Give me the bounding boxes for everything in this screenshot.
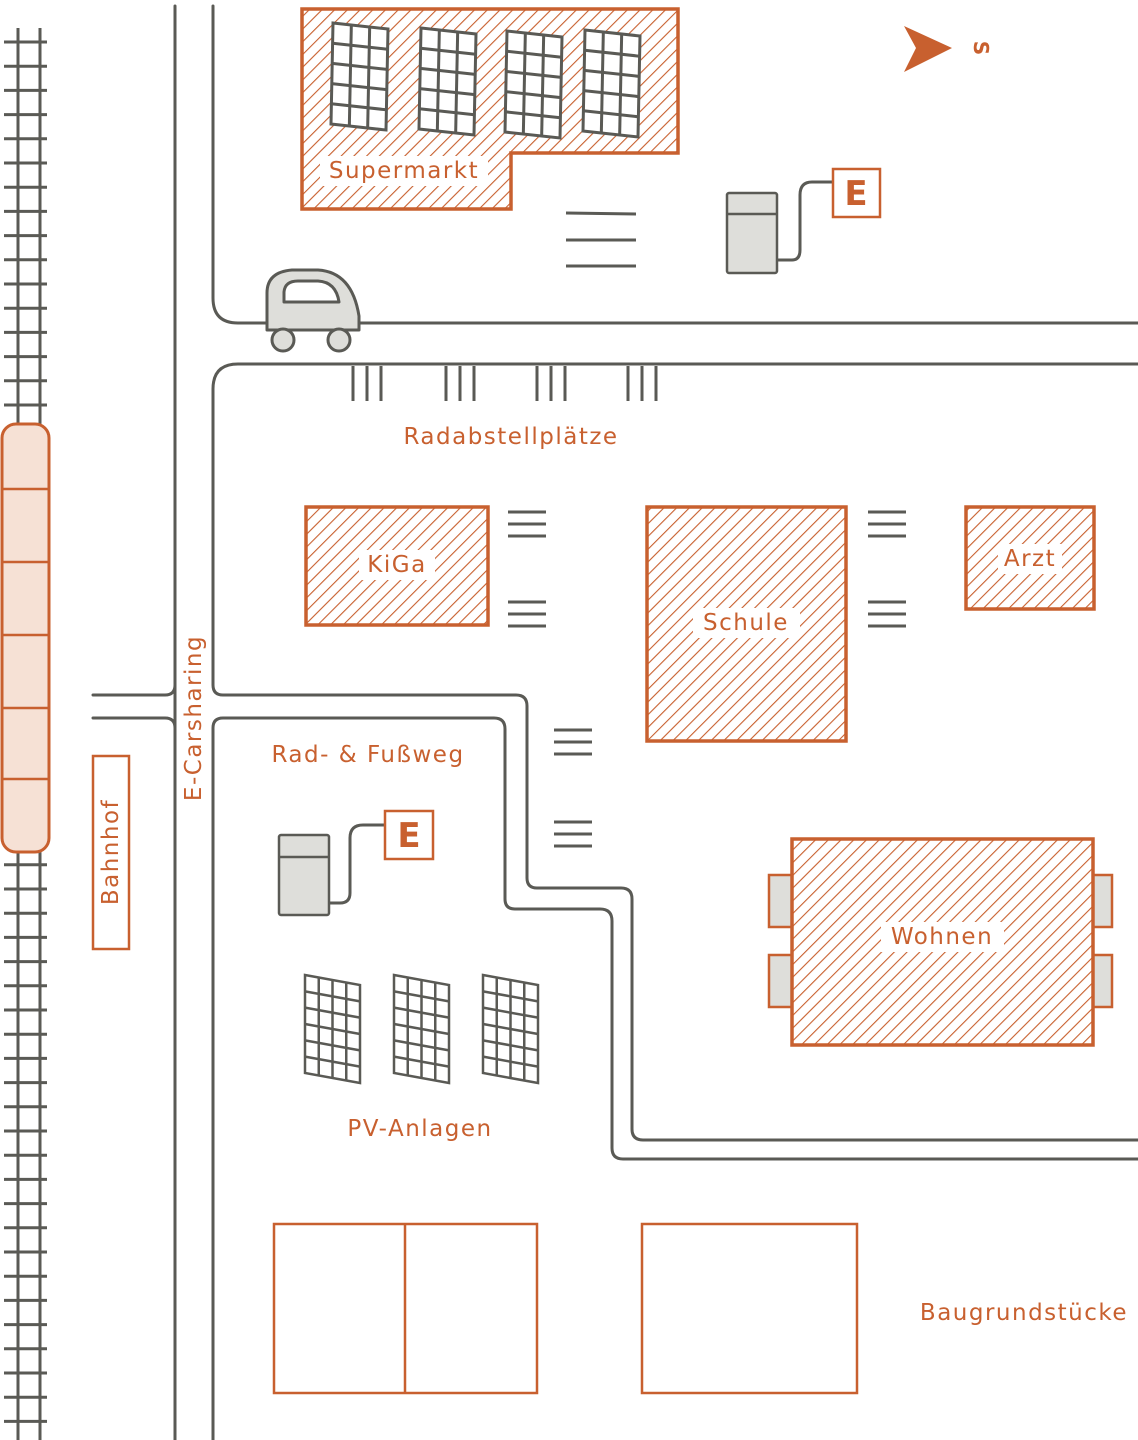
building-plots-label: Baugrundstücke (920, 1300, 1128, 1326)
solar-panel-icon (503, 29, 564, 140)
e-car-icon (265, 268, 361, 353)
solar-panel-icon (392, 973, 451, 1085)
station-road-top (91, 683, 177, 697)
station-sign (91, 754, 131, 951)
supermarket-label: Supermarkt (329, 158, 479, 184)
south-road-edge (211, 362, 1138, 1142)
charging-sign: E (831, 167, 882, 219)
solar-panel-icon (581, 28, 642, 139)
train (0, 422, 51, 854)
doctor-building (964, 505, 1096, 611)
solar-panel-icon (329, 21, 390, 132)
bike-footpath-label: Rad- & Fußweg (271, 742, 464, 768)
supermarket-label-bg (320, 156, 488, 186)
bike-racks (351, 366, 906, 848)
kindergarten-label: KiGa (367, 552, 426, 578)
solar-panel-icon (417, 26, 478, 137)
charging-sign-letter: E (844, 174, 867, 214)
road-network (91, 4, 1138, 1440)
railway-track (4, 28, 47, 1440)
pv-installations-label: PV-Anlagen (347, 1116, 492, 1142)
pv-panels-icon (303, 973, 540, 1085)
charging-sign: E (383, 809, 435, 861)
path-inner-edge (211, 716, 1138, 1440)
e-carsharing-label: E-Carsharing (181, 635, 207, 801)
north-road-edge (211, 4, 1138, 325)
bike-parking-label: Radabstellplätze (403, 424, 618, 450)
doctor-label: Arzt (1004, 546, 1056, 572)
parking-lines (565, 211, 637, 268)
school-label: Schule (703, 610, 789, 636)
rooftop-solar-panels (329, 21, 642, 140)
compass-label: S (969, 41, 993, 55)
station-label: Bahnhof (98, 799, 124, 905)
residential-label: Wohnen (891, 924, 993, 950)
compass-arrow-icon (904, 26, 952, 72)
station-road-bottom (91, 716, 177, 730)
solar-panel-icon (481, 973, 540, 1085)
charging-sign-letter: E (397, 816, 420, 856)
charging-station-icon (725, 180, 834, 275)
charging-station-icon (277, 823, 386, 917)
solar-panel-icon (303, 973, 362, 1085)
building-plots (272, 1222, 859, 1395)
